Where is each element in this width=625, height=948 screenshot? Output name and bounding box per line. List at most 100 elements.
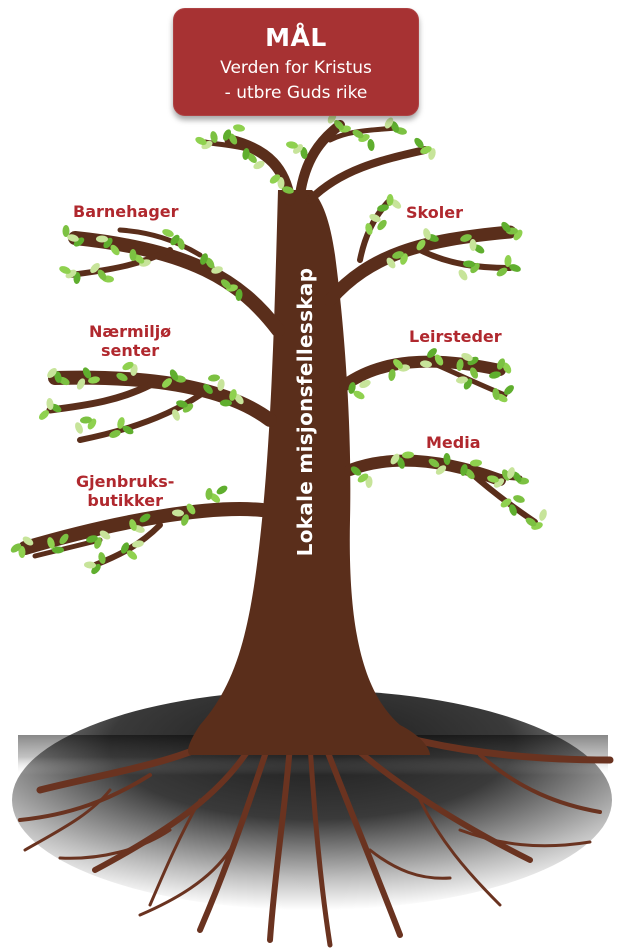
leaf bbox=[390, 453, 400, 465]
leaf bbox=[512, 471, 522, 483]
leaf bbox=[129, 249, 137, 261]
leaf bbox=[233, 124, 245, 132]
leaf bbox=[46, 398, 54, 410]
leaf bbox=[235, 289, 243, 301]
leaf bbox=[47, 367, 57, 379]
trunk-label: Lokale misjonsfellesskap bbox=[293, 267, 317, 557]
leaf bbox=[443, 453, 451, 465]
branch-label-naermiljo-senter: Nærmiljø senter bbox=[89, 322, 172, 360]
leaf bbox=[369, 213, 381, 223]
leaf bbox=[390, 199, 402, 209]
leaf bbox=[172, 409, 180, 421]
leaf bbox=[359, 379, 371, 389]
leaf bbox=[402, 451, 414, 459]
leaf bbox=[391, 121, 399, 133]
goal-title: MÅL bbox=[265, 23, 327, 52]
leaf bbox=[434, 354, 444, 366]
leaf bbox=[492, 388, 500, 400]
leaf bbox=[504, 385, 514, 395]
leaf bbox=[414, 137, 424, 149]
leaf bbox=[52, 546, 64, 554]
leaf bbox=[460, 464, 468, 476]
leaf bbox=[269, 174, 281, 184]
branch-label-media: Media bbox=[426, 433, 481, 452]
leaf bbox=[420, 146, 432, 154]
leaf bbox=[286, 141, 298, 149]
leaf bbox=[139, 513, 151, 523]
leaf bbox=[353, 390, 365, 400]
leaf bbox=[277, 177, 285, 189]
leaf bbox=[117, 417, 125, 429]
leaf bbox=[82, 367, 92, 379]
leaf bbox=[208, 374, 220, 382]
leaf bbox=[247, 153, 257, 163]
leaf bbox=[282, 186, 294, 194]
leaf bbox=[59, 266, 71, 274]
leaf bbox=[76, 378, 86, 390]
leaf bbox=[496, 358, 506, 370]
leaf bbox=[217, 379, 225, 391]
leaf bbox=[234, 393, 244, 405]
leaf bbox=[211, 266, 223, 274]
leaf bbox=[205, 488, 213, 500]
leaf bbox=[388, 369, 396, 381]
leaf bbox=[205, 257, 215, 269]
leaf bbox=[496, 267, 508, 277]
leaf bbox=[397, 457, 405, 469]
goal-line-1: Verden for Kristus bbox=[220, 58, 372, 78]
leaf bbox=[465, 468, 475, 480]
leaf bbox=[487, 475, 499, 483]
leaf bbox=[469, 367, 479, 379]
leaf bbox=[393, 359, 403, 369]
leaf bbox=[162, 229, 174, 237]
leaf bbox=[162, 378, 172, 388]
leaf bbox=[423, 228, 431, 240]
tree-trunk bbox=[188, 190, 430, 755]
leaf bbox=[507, 467, 515, 479]
leaf bbox=[365, 476, 373, 488]
branch-label-gjenbruksbutikker: Gjenbruks- butikker bbox=[76, 472, 175, 510]
leaf bbox=[427, 348, 437, 358]
leaf bbox=[133, 254, 145, 264]
leaf bbox=[470, 459, 482, 467]
leaf bbox=[300, 147, 308, 159]
leaf bbox=[97, 269, 107, 281]
leaf bbox=[463, 260, 475, 268]
leaf bbox=[99, 530, 111, 540]
leaf bbox=[109, 430, 121, 438]
leaf bbox=[435, 465, 447, 475]
goal-line-2: - utbre Guds rike bbox=[224, 83, 368, 103]
leaves bbox=[10, 112, 547, 575]
leaf bbox=[84, 561, 96, 569]
leaf bbox=[253, 160, 265, 170]
branch-label-leirsteder: Leirsteder bbox=[409, 327, 502, 346]
leaf bbox=[54, 371, 62, 383]
leaf bbox=[220, 399, 232, 407]
leaf bbox=[80, 416, 92, 424]
leaf bbox=[170, 234, 180, 246]
leaf bbox=[386, 194, 394, 206]
leaf bbox=[456, 376, 468, 384]
leaf bbox=[456, 359, 464, 371]
leaf bbox=[220, 279, 232, 289]
leaf bbox=[120, 542, 130, 554]
leaf bbox=[59, 533, 69, 545]
leaf bbox=[367, 139, 375, 151]
leaf bbox=[428, 458, 440, 468]
leaf bbox=[504, 255, 512, 267]
leaf bbox=[75, 422, 83, 434]
leaf bbox=[116, 372, 128, 382]
leaf bbox=[98, 552, 106, 564]
leaf bbox=[210, 131, 218, 143]
leaf bbox=[525, 517, 537, 527]
leaf bbox=[126, 550, 138, 560]
goal-box: MÅL Verden for Kristus - utbre Guds rike bbox=[173, 8, 419, 116]
leaf bbox=[392, 251, 404, 259]
leaf bbox=[39, 410, 49, 420]
leaf bbox=[513, 495, 525, 503]
leaf bbox=[502, 362, 512, 374]
leaf bbox=[461, 352, 473, 362]
leaf bbox=[469, 239, 477, 251]
